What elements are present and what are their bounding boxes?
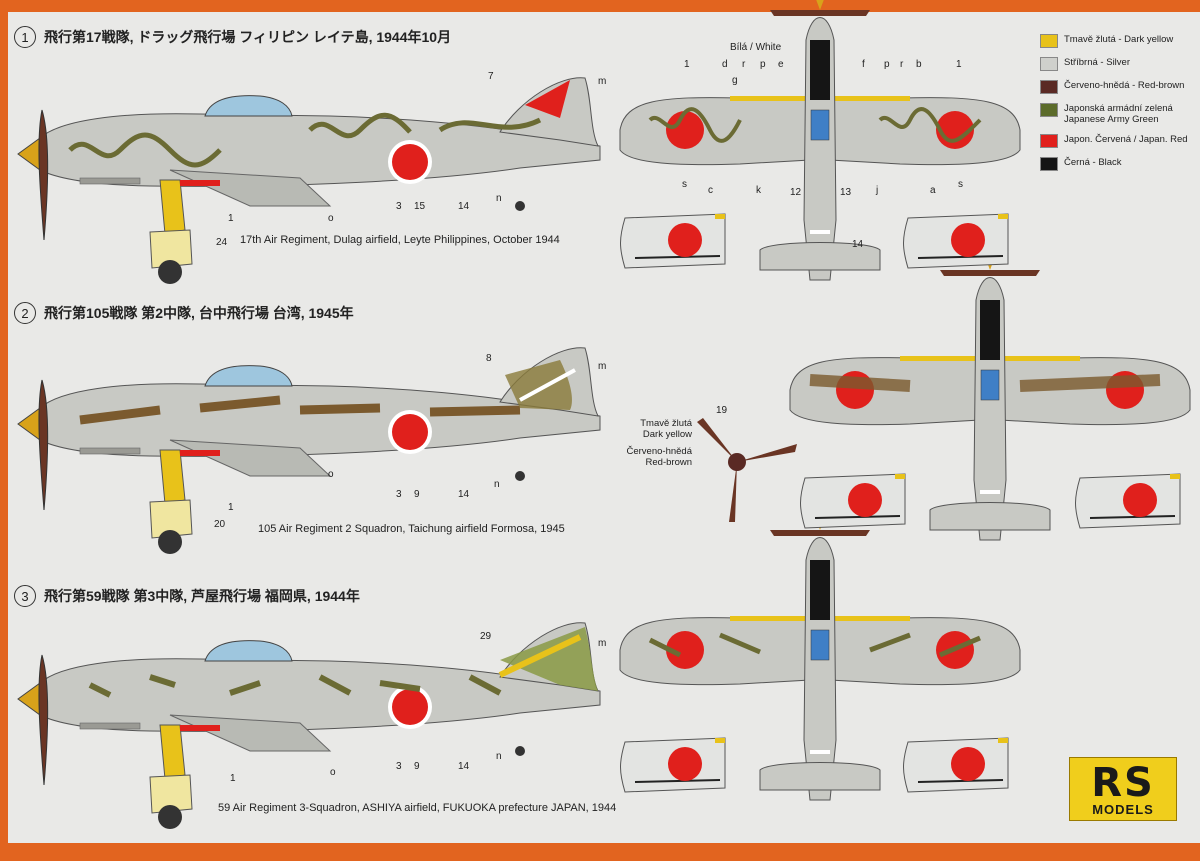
callout: m (598, 76, 607, 87)
callout: 9 (414, 489, 420, 500)
wing-panel-1a (619, 213, 726, 269)
callout: 3 (396, 489, 402, 500)
profile-1-heading: 1 飛行第17戦隊, ドラッグ飛行場 フィリピン レイテ島, 1944年10月 (14, 24, 451, 50)
swatch-red-brown (1040, 80, 1058, 94)
profile-3-side-view (17, 622, 601, 830)
callout: s (958, 179, 963, 190)
propeller-detail (697, 418, 797, 522)
callout: 15 (414, 201, 426, 212)
profile-1-number: 1 (14, 26, 36, 48)
callout: a (930, 185, 936, 196)
profile-2-heading: 2 飛行第105戦隊 第2中隊, 台中飛行場 台湾, 1945年 (14, 300, 354, 326)
callout: s (682, 179, 687, 190)
profile-1-tail-number: 7 (488, 71, 494, 82)
profile-2-side-view (17, 347, 601, 555)
callout: f (862, 59, 865, 70)
callout: 13 (840, 187, 852, 198)
rs-models-logo: RS MODELS (1069, 757, 1177, 821)
callout: n (494, 479, 500, 490)
swatch-black (1040, 157, 1058, 171)
profile-2-number: 2 (14, 302, 36, 324)
callout: g (732, 75, 738, 86)
profile-1-plan-view (619, 0, 1021, 281)
callout: p (884, 59, 890, 70)
color-legend: Tmavě žlutá - Dark yellow Stříbrná - Sil… (1040, 34, 1196, 180)
callout: j (876, 185, 879, 196)
wing-panel-3b (902, 737, 1009, 793)
callout: 24 (216, 237, 228, 248)
propeller-yellow-note: Tmavě žlutá Dark yellow (640, 418, 692, 440)
callout: 3 (396, 201, 402, 212)
callout: 9 (414, 761, 420, 772)
profile-3-caption: 59 Air Regiment 3-Squadron, ASHIYA airfi… (218, 802, 617, 814)
callout: m (598, 638, 607, 649)
profile-3-number: 3 (14, 585, 36, 607)
callout: o (328, 469, 334, 480)
callout: 3 (396, 761, 402, 772)
callout: k (756, 185, 761, 196)
profile-2-caption: 105 Air Regiment 2 Squadron, Taichung ai… (258, 523, 565, 535)
callout: n (496, 193, 502, 204)
swatch-army-green (1040, 103, 1058, 117)
callout: b (916, 59, 922, 70)
profile-2-tail-number: 8 (486, 353, 492, 364)
legend-item: Tmavě žlutá - Dark yellow (1040, 34, 1196, 48)
wing-panel-2a (799, 473, 906, 529)
profile-1-side-view (17, 77, 601, 285)
orange-frame-left (0, 0, 8, 861)
callout: c (708, 185, 713, 196)
swatch-japan-red (1040, 134, 1058, 148)
profile-2-title: 飛行第105戦隊 第2中隊, 台中飛行場 台湾, 1945年 (44, 305, 354, 321)
wing-panel-1b (902, 213, 1009, 269)
swatch-silver (1040, 57, 1058, 71)
propeller-number: 19 (716, 405, 728, 416)
legend-item: Červeno-hnědá - Red-brown (1040, 80, 1196, 94)
profile-3-heading: 3 飛行第59戦隊 第3中隊, 芦屋飛行場 福岡県, 1944年 (14, 583, 360, 609)
logo-rs: RS (1091, 760, 1155, 806)
profile-2-plan-view (789, 253, 1191, 541)
profile-3-title: 飛行第59戦隊 第3中隊, 芦屋飛行場 福岡県, 1944年 (44, 588, 360, 604)
profile-1-caption: 17th Air Regiment, Dulag airfield, Leyte… (240, 234, 560, 246)
callout: 1 (684, 59, 690, 70)
wing-panel-2b (1074, 473, 1181, 529)
callout: 1 (228, 213, 234, 224)
white-note: Bílá / White (730, 42, 782, 53)
callout: 12 (790, 187, 802, 198)
swatch-dark-yellow (1040, 34, 1058, 48)
orange-frame-bottom (0, 843, 1200, 861)
callout: d (722, 59, 728, 70)
callout: 14 (458, 761, 470, 772)
wing-panel-3a (619, 737, 726, 793)
callout: o (328, 213, 334, 224)
callout: p (760, 59, 766, 70)
profile-1-title: 飛行第17戦隊, ドラッグ飛行場 フィリピン レイテ島, 1944年10月 (44, 29, 452, 45)
callout: r (742, 59, 746, 70)
logo-models: MODELS (1092, 802, 1154, 817)
legend-item: Stříbrná - Silver (1040, 57, 1196, 71)
legend-item: Japonská armádní zelená Japanese Army Gr… (1040, 103, 1196, 125)
propeller-redbrown-note: Červeno-hnědá Red-brown (626, 446, 693, 468)
callout: 14 (852, 239, 864, 250)
callout: 1 (230, 773, 236, 784)
callout: o (330, 767, 336, 778)
callout: e (778, 59, 784, 70)
callout: 14 (458, 201, 470, 212)
orange-frame-top (0, 0, 1200, 12)
callout: 1 (228, 502, 234, 513)
callout: n (496, 751, 502, 762)
legend-item: Japon. Červená / Japan. Red (1040, 134, 1196, 148)
profile-3-plan-view (619, 513, 1021, 801)
callout: m (598, 361, 607, 372)
callout: 14 (458, 489, 470, 500)
legend-item: Černá - Black (1040, 157, 1196, 171)
profile-3-tail-number: 29 (480, 631, 492, 642)
callout: 20 (214, 519, 226, 530)
callout: r (900, 59, 904, 70)
callout: 1 (956, 59, 962, 70)
